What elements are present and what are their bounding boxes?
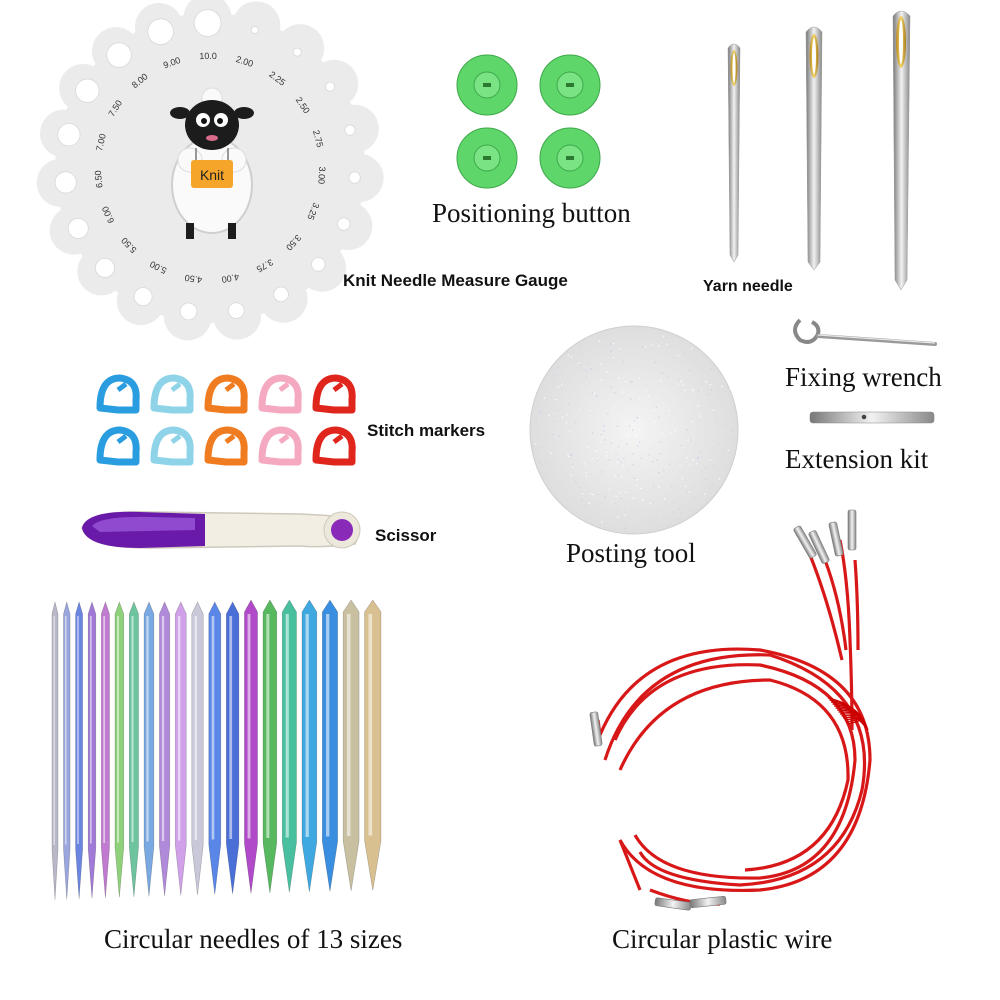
gauge-hole: [250, 26, 259, 34]
gauge-hole: [273, 286, 289, 303]
gauge-hole: [133, 287, 153, 307]
circular-needle: [101, 601, 110, 899]
extension-kit: [809, 411, 935, 424]
circular-needle: [63, 600, 71, 900]
gauge-hole: [67, 217, 89, 239]
stitch-marker: [96, 374, 140, 414]
label-fixing-wrench: Fixing wrench: [785, 362, 942, 392]
gauge-hole: [227, 302, 245, 319]
gauge-hole: [344, 124, 356, 136]
knit-tag-text: Knit: [200, 167, 224, 183]
label-scissor: Scissor: [375, 526, 437, 545]
label-extension-kit: Extension kit: [785, 444, 929, 474]
gauge-hole: [57, 123, 81, 147]
stitch-marker: [312, 426, 356, 466]
circular-needle: [191, 601, 204, 896]
gauge-hole: [147, 18, 174, 45]
gauge-hole: [179, 302, 198, 321]
gauge-hole: [95, 258, 115, 278]
gauge-hole: [54, 171, 77, 194]
positioning-buttons: [456, 54, 601, 189]
scissor: [81, 511, 361, 549]
circular-needle: [226, 601, 240, 895]
gauge-size-label: 6.50: [93, 170, 105, 188]
circular-needle: [342, 599, 360, 892]
label-positioning-button: Positioning button: [432, 198, 631, 228]
circular-needle: [114, 601, 125, 898]
gauge-size-label: 4.50: [184, 273, 203, 285]
yarn-needles: [727, 10, 911, 291]
posting-tool: [529, 325, 739, 535]
label-measure-gauge: Knit Needle Measure Gauge: [343, 271, 568, 290]
circular-needle: [322, 599, 338, 892]
gauge-size-label: 3.00: [316, 166, 327, 184]
circular-needle: [208, 601, 222, 895]
label-circular-needles: Circular needles of 13 sizes: [104, 924, 403, 954]
circular-needle: [244, 599, 258, 894]
gauge-hole: [348, 171, 361, 184]
label-posting-tool: Posting tool: [566, 538, 696, 568]
circular-needle: [175, 601, 187, 896]
yarn-needle-small: [727, 43, 741, 263]
label-stitch-markers: Stitch markers: [367, 421, 486, 440]
circular-needle: [128, 601, 139, 898]
circular-needle: [159, 601, 171, 897]
circular-needle: [364, 599, 382, 891]
positioning-button: [456, 54, 518, 116]
gauge-hole: [106, 42, 132, 68]
stitch-markers: [96, 374, 356, 466]
circular-needle: [75, 600, 83, 900]
circular-needles: [51, 599, 382, 901]
circular-needle: [87, 601, 97, 899]
fixing-wrench: [793, 318, 937, 346]
circular-needle: [281, 599, 297, 893]
gauge-hole: [292, 47, 302, 57]
circular-needle: [262, 599, 278, 894]
yarn-needle-large: [892, 10, 911, 291]
positioning-button: [456, 127, 518, 189]
stitch-marker: [204, 374, 248, 414]
gauge-hole: [337, 217, 351, 231]
positioning-button: [539, 127, 601, 189]
stitch-marker: [150, 426, 194, 466]
measure-gauge: 2.002.252.502.753.003.253.503.754.004.50…: [36, 0, 384, 341]
gauge-size-label: 10.0: [199, 51, 217, 61]
gauge-size-label: 2.75: [311, 129, 325, 149]
yarn-needle-medium: [805, 26, 823, 271]
gauge-hole: [311, 257, 326, 272]
sheep-icon: Knit: [170, 87, 254, 239]
stitch-marker: [150, 374, 194, 414]
gauge-hole: [75, 78, 100, 103]
stitch-marker: [312, 374, 356, 414]
stitch-marker: [258, 374, 302, 414]
circular-plastic-wire: [589, 509, 872, 911]
positioning-button: [539, 54, 601, 116]
circular-needle: [51, 601, 59, 901]
gauge-hole: [325, 81, 336, 92]
stitch-marker: [258, 426, 302, 466]
gauge-size-label: 7.00: [94, 133, 108, 152]
circular-needle: [143, 601, 155, 897]
stitch-marker: [96, 426, 140, 466]
circular-needle: [301, 599, 318, 893]
gauge-holes: [54, 9, 361, 321]
label-yarn-needle: Yarn needle: [703, 278, 793, 295]
label-circular-plastic-wire: Circular plastic wire: [612, 924, 833, 954]
gauge-hole: [193, 9, 222, 37]
knit-tag: [191, 160, 233, 188]
stitch-marker: [204, 426, 248, 466]
gauge-size-label: 4.00: [221, 272, 240, 285]
